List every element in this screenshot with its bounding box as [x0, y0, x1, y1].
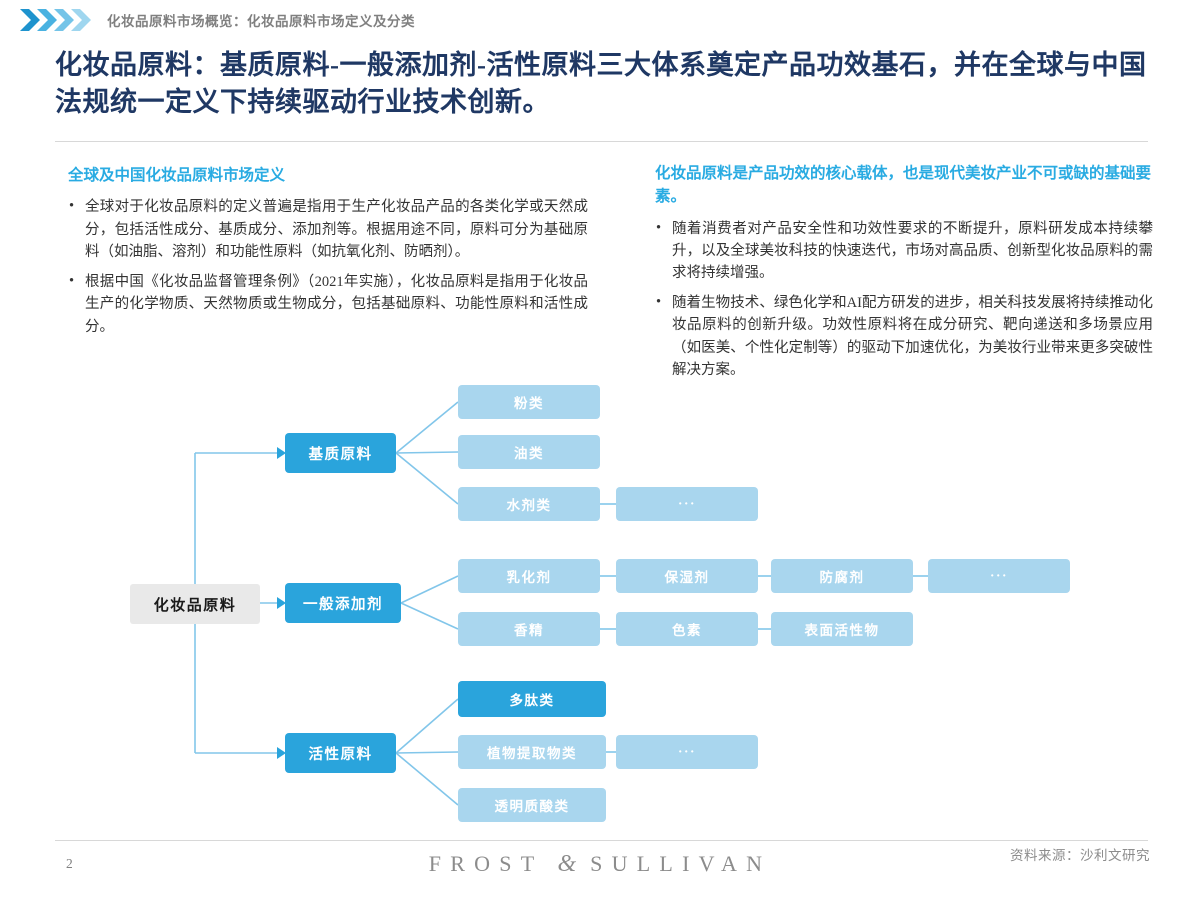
- page-title: 化妆品原料：基质原料-一般添加剂-活性原料三大体系奠定产品功效基石，并在全球与中…: [55, 50, 1147, 118]
- node-active-ingredients: 活性原料: [285, 733, 396, 773]
- definition-bullet-list: 全球对于化妆品原料的定义普遍是指用于生产化妆品产品的各类化学或天然成分，包括活性…: [68, 195, 588, 338]
- definition-bullet: 全球对于化妆品原料的定义普遍是指用于生产化妆品产品的各类化学或天然成分，包括活性…: [68, 195, 588, 263]
- node-oil: 油类: [458, 435, 600, 469]
- brand-word-sullivan: SULLIVAN: [590, 851, 772, 876]
- node-ellipsis-additives: ···: [928, 559, 1070, 593]
- node-powder: 粉类: [458, 385, 600, 419]
- node-humectant: 保湿剂: [616, 559, 758, 593]
- source-note: 资料来源：沙利文研究: [1010, 848, 1150, 863]
- definition-bullet: 根据中国《化妆品监督管理条例》（2021年实施），化妆品原料是指用于化妆品生产的…: [68, 270, 588, 338]
- breadcrumb: 化妆品原料市场概览：化妆品原料市场定义及分类: [107, 14, 415, 29]
- node-surfactant: 表面活性物: [771, 612, 913, 646]
- node-ellipsis-base: ···: [616, 487, 758, 521]
- node-ellipsis-active: ···: [616, 735, 758, 769]
- insight-bullet: 随着消费者对产品安全性和功效性要求的不断提升，原料研发成本持续攀升，以及全球美妆…: [655, 216, 1153, 285]
- footer-divider: [55, 840, 1148, 841]
- node-peptides: 多肽类: [458, 681, 606, 717]
- insight-bullet: 随着生物技术、绿色化学和AI配方研发的进步，相关科技发展将持续推动化妆品原料的创…: [655, 291, 1153, 382]
- insight-heading: 化妆品原料是产品功效的核心载体，也是现代美妆产业不可或缺的基础要素。: [655, 165, 1152, 206]
- page-number: 2: [66, 856, 73, 871]
- title-divider: [55, 141, 1148, 142]
- definition-heading: 全球及中国化妆品原料市场定义: [68, 167, 286, 184]
- node-hyaluronic-acid: 透明质酸类: [458, 788, 606, 822]
- top-bar: 化妆品原料市场概览：化妆品原料市场定义及分类: [20, 9, 415, 31]
- insight-bullet-list: 随着消费者对产品安全性和功效性要求的不断提升，原料研发成本持续攀升，以及全球美妆…: [655, 216, 1153, 382]
- insight-section: 化妆品原料是产品功效的核心载体，也是现代美妆产业不可或缺的基础要素。 随着消费者…: [655, 162, 1153, 389]
- brand-logo: FROST&SULLIVAN: [0, 851, 1200, 878]
- node-base-materials: 基质原料: [285, 433, 396, 473]
- node-preservative: 防腐剂: [771, 559, 913, 593]
- node-root: 化妆品原料: [130, 584, 260, 624]
- chevrons-icon: [20, 9, 91, 31]
- definition-section: 全球及中国化妆品原料市场定义 全球对于化妆品原料的定义普遍是指用于生产化妆品产品…: [68, 164, 588, 345]
- brand-word-frost: FROST: [428, 851, 544, 876]
- node-fragrance: 香精: [458, 612, 600, 646]
- node-plant-extracts: 植物提取物类: [458, 735, 606, 769]
- brand-ampersand: &: [557, 851, 577, 877]
- node-emulsifier: 乳化剂: [458, 559, 600, 593]
- node-water-agents: 水剂类: [458, 487, 600, 521]
- node-colorant: 色素: [616, 612, 758, 646]
- node-general-additives: 一般添加剂: [285, 583, 401, 623]
